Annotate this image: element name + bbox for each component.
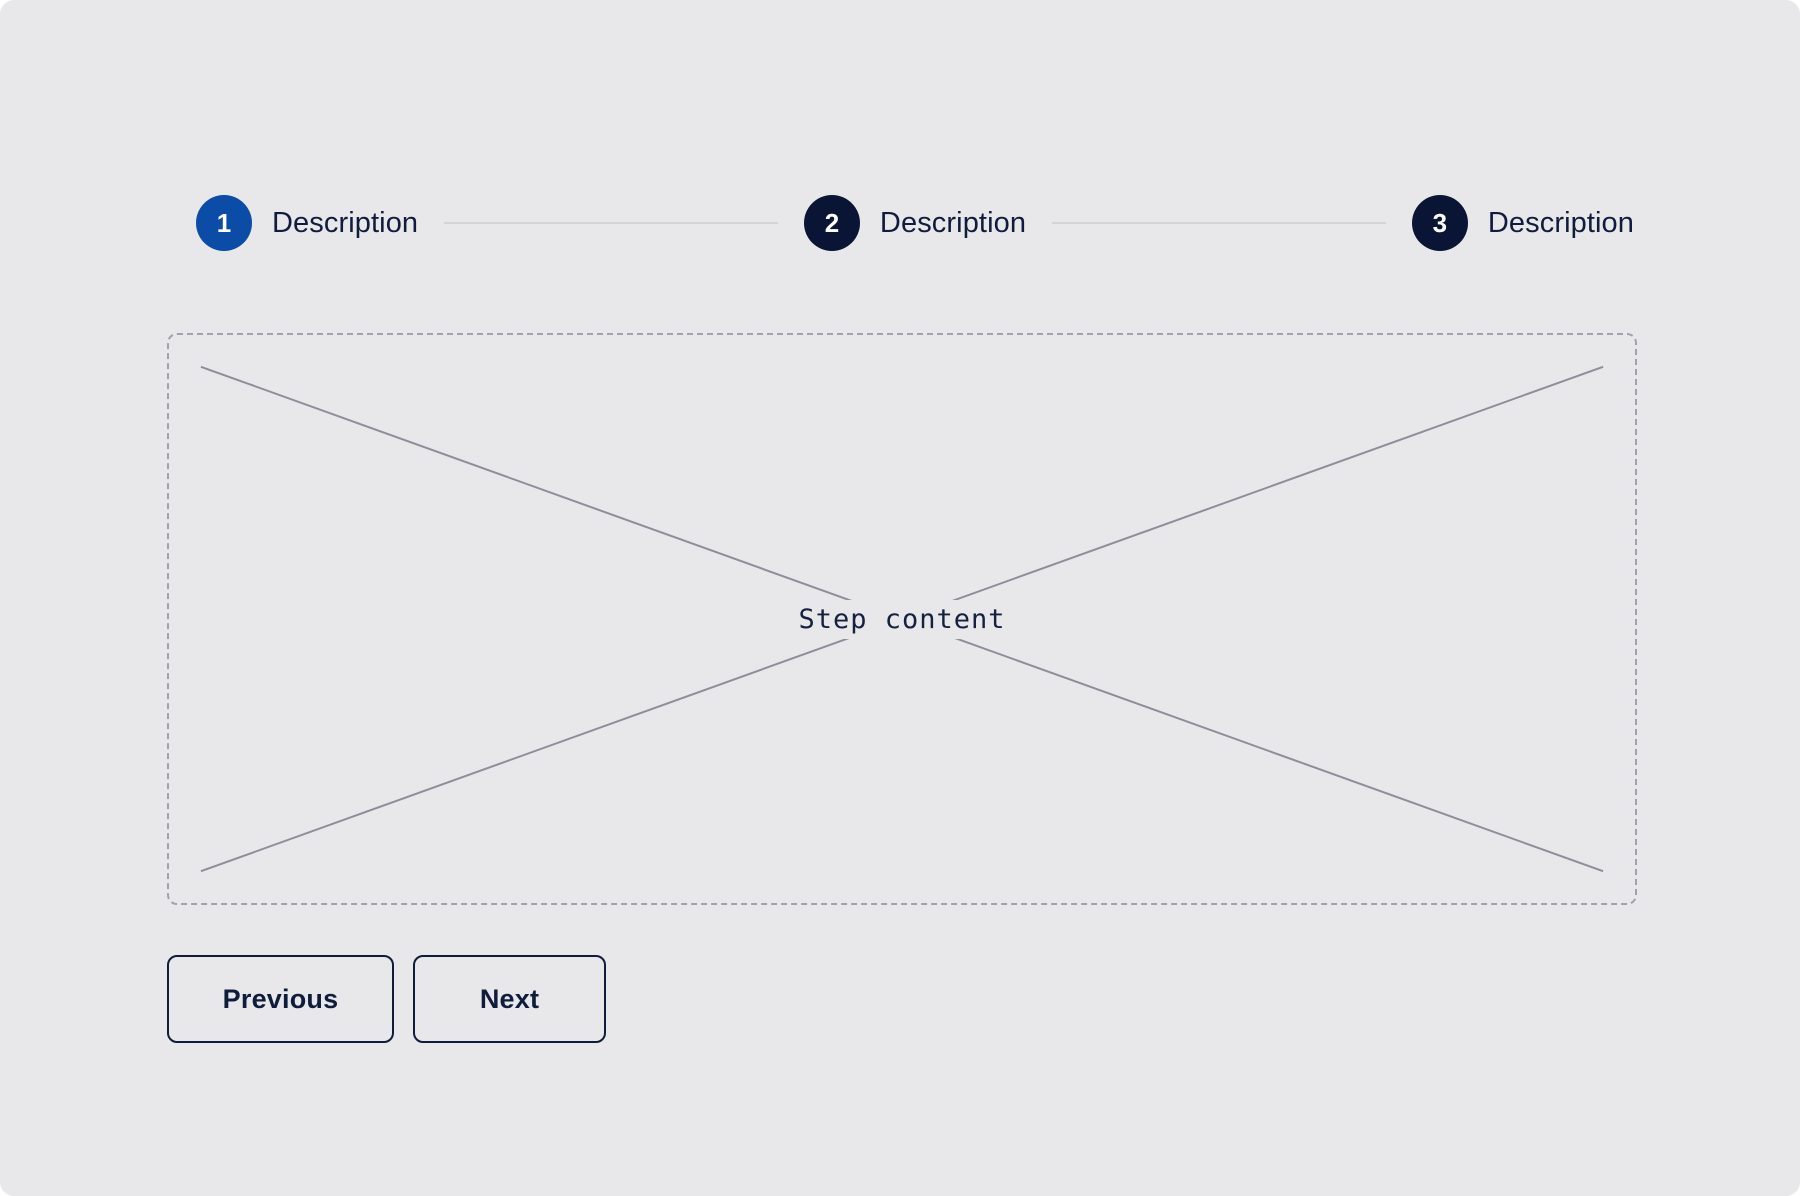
stepper-step-1[interactable]: 1 Description <box>196 195 418 251</box>
next-button[interactable]: Next <box>413 955 606 1043</box>
step-content-panel: Step content <box>167 333 1637 905</box>
step-label-1: Description <box>272 206 419 239</box>
step-label-2: Description <box>879 206 1027 239</box>
step-number-badge-1[interactable]: 1 <box>196 195 252 251</box>
previous-button[interactable]: Previous <box>167 955 394 1043</box>
step-content-label: Step content <box>169 335 1635 903</box>
step-label-3: Description <box>1487 206 1635 239</box>
step-connector-2-3 <box>1052 222 1386 224</box>
stepper: 1 Description 2 Description 3 Descriptio… <box>196 194 1634 252</box>
step-connector-1-2 <box>444 222 778 224</box>
step-number-badge-3[interactable]: 3 <box>1411 195 1468 251</box>
step-number-badge-2[interactable]: 2 <box>803 195 860 251</box>
step-content-text: Step content <box>782 599 1022 639</box>
wizard-button-bar: Previous Next <box>167 955 606 1043</box>
stepper-step-2[interactable]: 2 Description <box>803 195 1027 251</box>
stepper-step-3[interactable]: 3 Description <box>1411 195 1635 251</box>
